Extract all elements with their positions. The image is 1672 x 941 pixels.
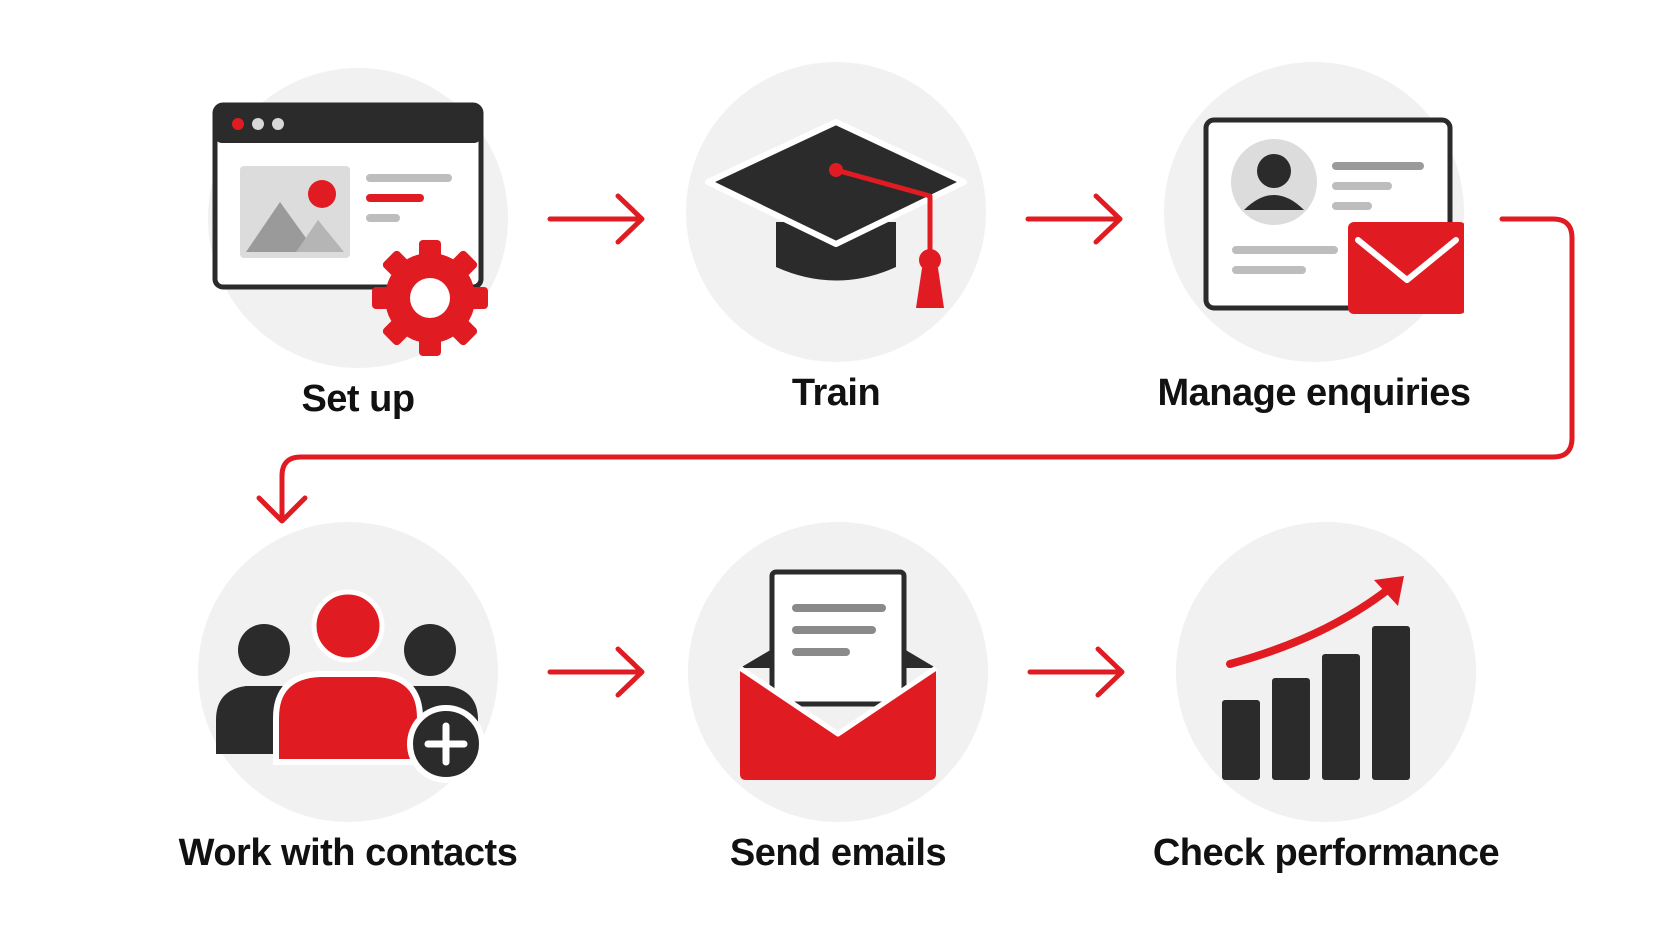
growth-chart-icon bbox=[1222, 576, 1410, 780]
graduation-cap-icon bbox=[705, 119, 967, 308]
step-label: Set up bbox=[301, 378, 415, 420]
step-manage-enquiries: Manage enquiries bbox=[1158, 62, 1471, 414]
gear-icon bbox=[372, 240, 488, 356]
step-label: Check performance bbox=[1152, 832, 1500, 874]
step-label: Send emails bbox=[729, 832, 947, 874]
step-label: Work with contacts bbox=[178, 832, 518, 874]
add-contacts-icon bbox=[216, 589, 485, 783]
arrow-contacts-to-emails bbox=[547, 646, 645, 698]
step-send-emails: Send emails bbox=[688, 522, 988, 874]
step-label: Manage enquiries bbox=[1157, 372, 1471, 414]
arrow-enquiries-to-contacts bbox=[256, 216, 1575, 524]
step-train: Train bbox=[686, 62, 986, 414]
mail-icon bbox=[1348, 222, 1464, 314]
step-set-up: Set up bbox=[208, 68, 508, 420]
arrow-setup-to-train bbox=[547, 193, 645, 245]
step-work-with-contacts: Work with contacts bbox=[179, 522, 518, 874]
open-envelope-icon bbox=[738, 569, 938, 780]
browser-settings-icon bbox=[212, 102, 488, 356]
arrow-emails-to-performance bbox=[1027, 646, 1125, 698]
step-check-performance: Check performance bbox=[1153, 522, 1500, 874]
plus-icon bbox=[407, 705, 485, 783]
step-label: Train bbox=[791, 372, 881, 414]
arrow-train-to-enquiries bbox=[1025, 193, 1123, 245]
contact-card-mail-icon bbox=[1203, 117, 1464, 314]
